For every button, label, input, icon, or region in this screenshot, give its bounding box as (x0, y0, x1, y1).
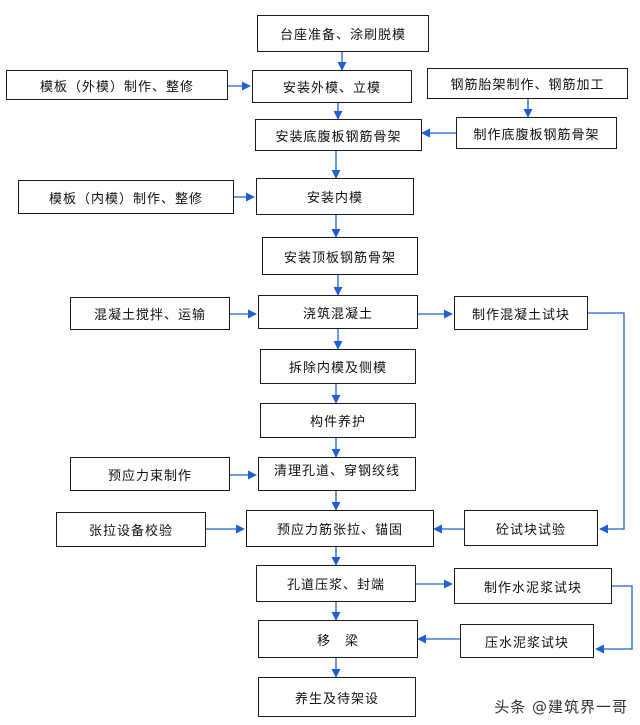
node-n11-label: 浇筑混凝土 (302, 306, 373, 322)
node-n17-label: 张拉设备校验 (88, 524, 173, 539)
node-n15-label: 预应力束制作 (107, 468, 192, 484)
node-n23-label: 压水泥浆试块 (484, 635, 569, 651)
node-n7-label: 模板（内模）制作、整修 (48, 191, 203, 207)
node-n5: 安装底腹板钢筋骨架 (255, 119, 422, 151)
node-n13-label: 拆除内模及侧模 (288, 361, 387, 376)
node-n19: 砼试块试验 (464, 510, 598, 546)
node-n1: 台座准备、涂刷脱模 (257, 15, 429, 52)
node-n16-label: 清理孔道、穿钢绞线 (273, 464, 400, 479)
node-n6: 制作底腹板钢筋骨架 (456, 117, 617, 149)
node-n14: 构件养护 (260, 403, 416, 438)
node-n1-label: 台座准备、涂刷脱模 (279, 28, 406, 43)
node-n24: 养生及待架设 (258, 677, 416, 717)
node-n21: 制作水泥浆试块 (454, 568, 612, 604)
node-n9-label: 安装顶板钢筋骨架 (283, 250, 396, 266)
node-n21-label: 制作水泥浆试块 (483, 580, 582, 596)
node-n23: 压水泥浆试块 (460, 624, 594, 658)
node-n9: 安装顶板钢筋骨架 (262, 237, 418, 275)
node-n3-label: 模板（外模）制作、整修 (39, 79, 194, 95)
node-n8-label: 安装内模 (306, 191, 363, 206)
node-n2: 安装外模、立模 (252, 70, 412, 103)
node-n16: 清理孔道、穿钢绞线 (258, 457, 416, 491)
arrow-n21-n23 (595, 585, 633, 654)
node-n7: 模板（内模）制作、整修 (18, 180, 234, 214)
node-n6-label: 制作底腹板钢筋骨架 (473, 127, 600, 143)
node-n4-label: 钢筋胎架制作、钢筋加工 (450, 78, 605, 93)
node-n10-label: 混凝土搅拌、运输 (93, 308, 206, 323)
node-n11: 浇筑混凝土 (258, 295, 418, 329)
node-n8: 安装内模 (256, 178, 414, 215)
node-n3: 模板（外模）制作、整修 (6, 70, 228, 100)
node-n22: 移 梁 (258, 620, 418, 658)
node-n10: 混凝土搅拌、运输 (70, 297, 230, 330)
node-n13: 拆除内模及侧模 (260, 349, 416, 384)
watermark: 头条 @建筑界一哥 (494, 698, 628, 716)
node-n14-label: 构件养护 (309, 415, 366, 430)
node-n4: 钢筋胎架制作、钢筋加工 (427, 68, 628, 99)
node-n22-label: 移 梁 (316, 633, 359, 649)
node-n5-label: 安装底腹板钢筋骨架 (275, 129, 402, 145)
node-n12-label: 制作混凝土试块 (471, 307, 570, 323)
node-n12: 制作混凝土试块 (454, 296, 588, 330)
node-n2-label: 安装外模、立模 (282, 81, 381, 96)
node-n24-label: 养生及待架设 (294, 691, 379, 707)
node-n18: 预应力筋张拉、锚固 (246, 510, 434, 547)
node-n17: 张拉设备校验 (56, 512, 206, 547)
node-n19-label: 砼试块试验 (495, 522, 566, 538)
node-n20-label: 孔道压浆、封端 (286, 578, 385, 593)
node-n18-label: 预应力筋张拉、锚固 (276, 523, 403, 538)
arrow-n12-n19 (588, 312, 625, 534)
node-n20: 孔道压浆、封端 (256, 565, 416, 602)
node-n15: 预应力束制作 (70, 457, 230, 491)
